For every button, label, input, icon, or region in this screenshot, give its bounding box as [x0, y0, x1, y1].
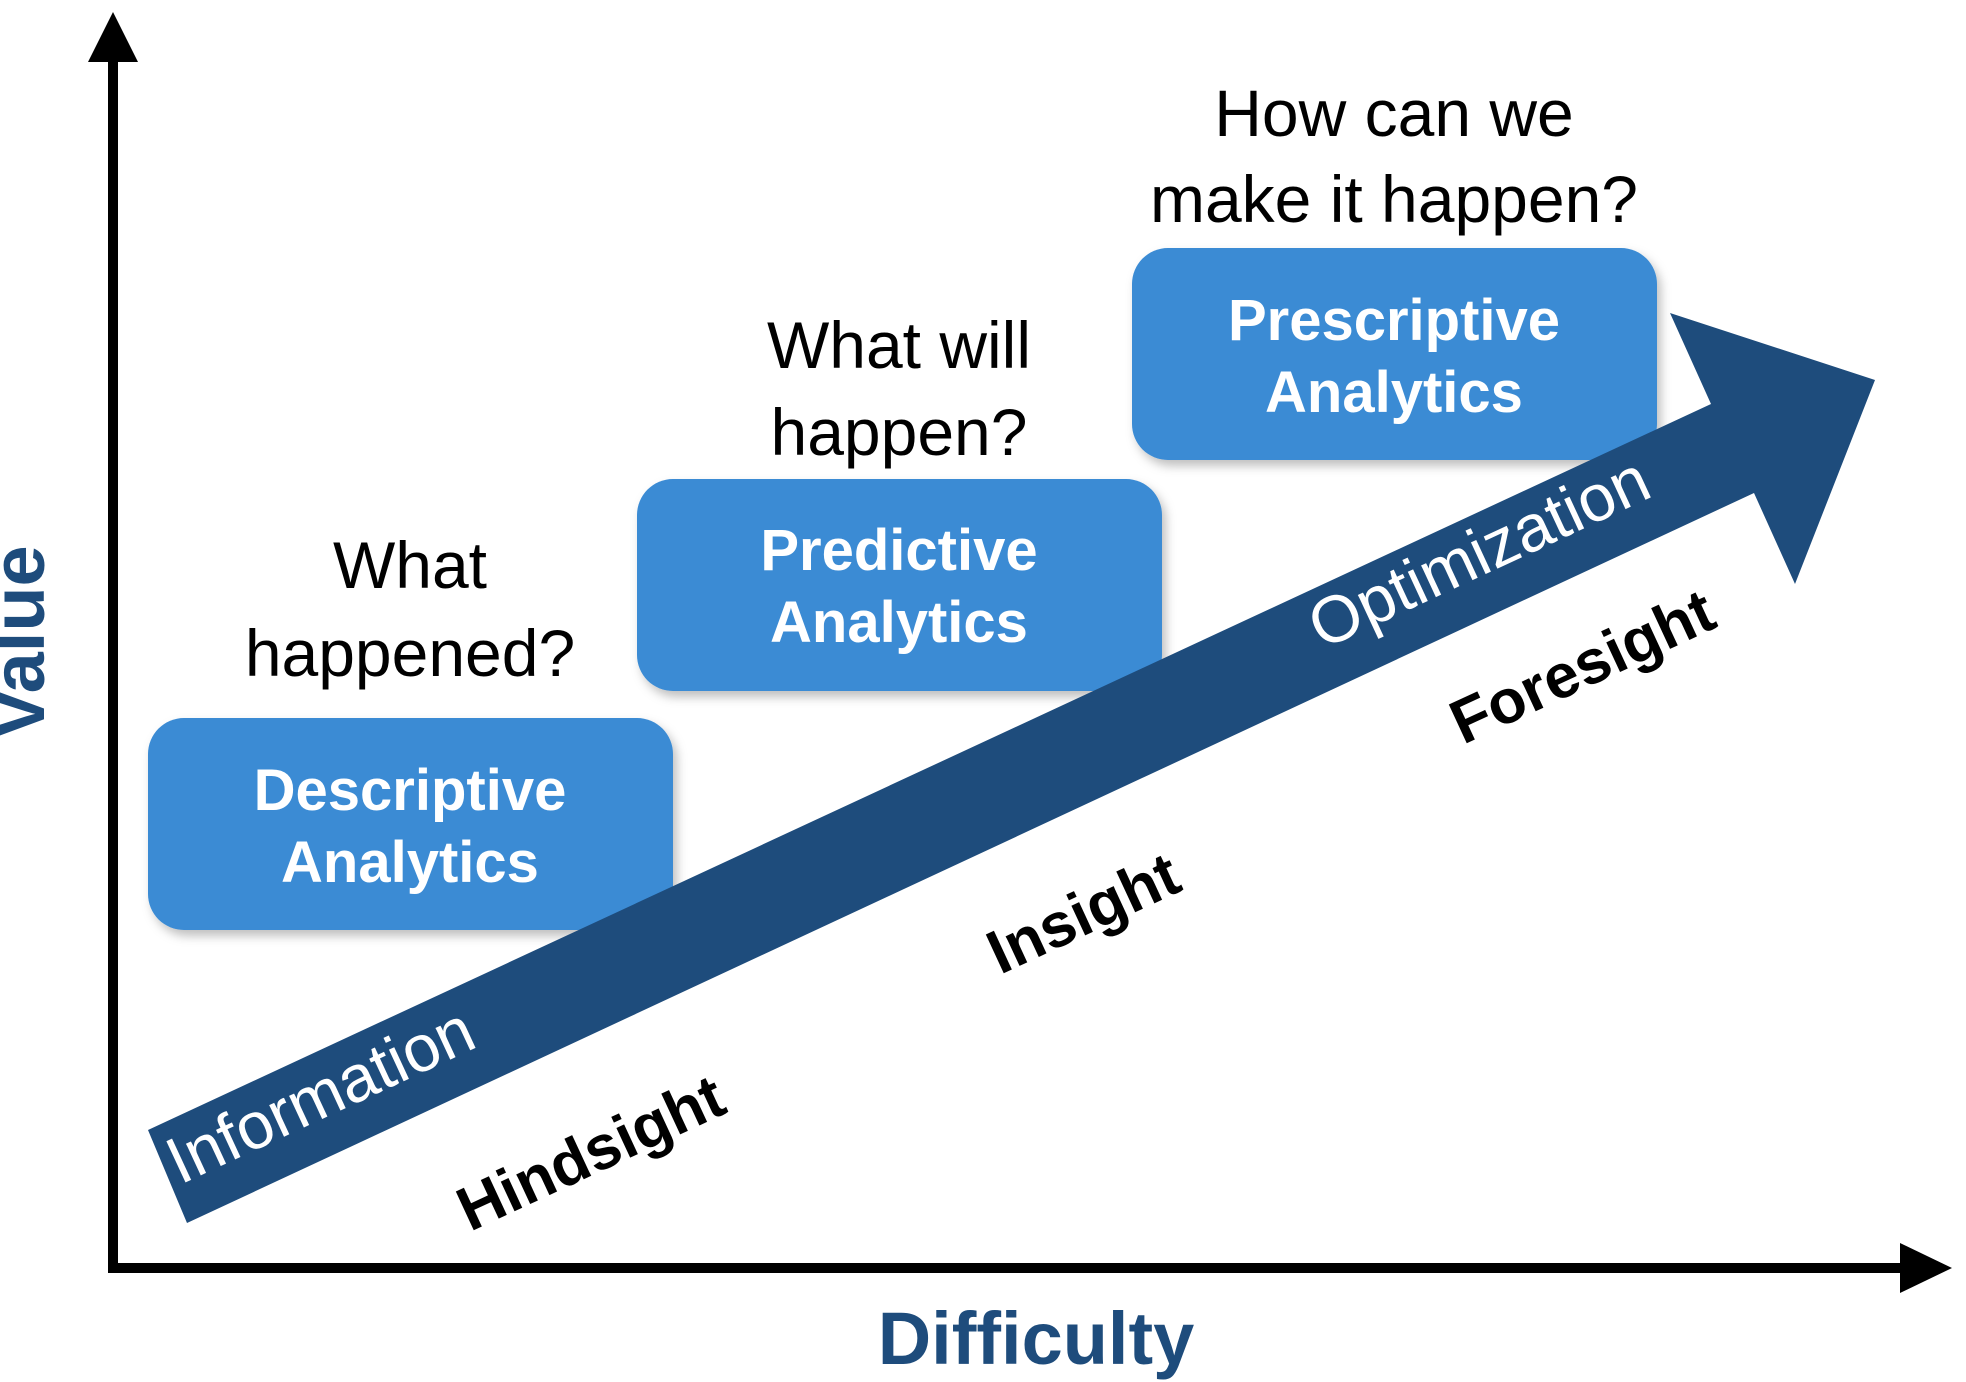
stage-title-line1: Prescriptive	[1228, 288, 1560, 353]
stage-box	[637, 479, 1162, 691]
stage-prescriptive: Prescriptive Analytics	[1132, 248, 1657, 460]
question-prescriptive-line1: How can we	[1214, 76, 1574, 150]
x-axis-arrowhead	[1900, 1243, 1952, 1293]
stage-predictive: Predictive Analytics	[637, 479, 1162, 691]
stage-title-line2: Analytics	[1265, 360, 1523, 425]
stage-title-line1: Predictive	[760, 518, 1037, 583]
question-descriptive-line1: What	[333, 528, 487, 602]
question-predictive-line2: happen?	[771, 395, 1028, 469]
stage-box	[1132, 248, 1657, 460]
axes	[88, 12, 1952, 1293]
stage-title-line1: Descriptive	[254, 758, 567, 823]
stage-questions: What happened? What will happen? How can…	[245, 76, 1638, 690]
trend-arrow	[148, 313, 1875, 1223]
question-predictive-line1: What will	[767, 308, 1031, 382]
stage-descriptive: Descriptive Analytics	[148, 718, 673, 930]
y-axis-arrowhead	[88, 12, 138, 62]
sight-insight: Insight	[977, 840, 1190, 988]
stage-title-line2: Analytics	[281, 830, 539, 895]
stage-box	[148, 718, 673, 930]
sight-hindsight: Hindsight	[447, 1062, 735, 1245]
question-descriptive-line2: happened?	[245, 616, 575, 690]
x-axis-label: Difficulty	[878, 1297, 1195, 1380]
question-prescriptive-line2: make it happen?	[1150, 162, 1638, 236]
y-axis-label: Value	[0, 545, 60, 738]
stage-title-line2: Analytics	[770, 590, 1028, 655]
